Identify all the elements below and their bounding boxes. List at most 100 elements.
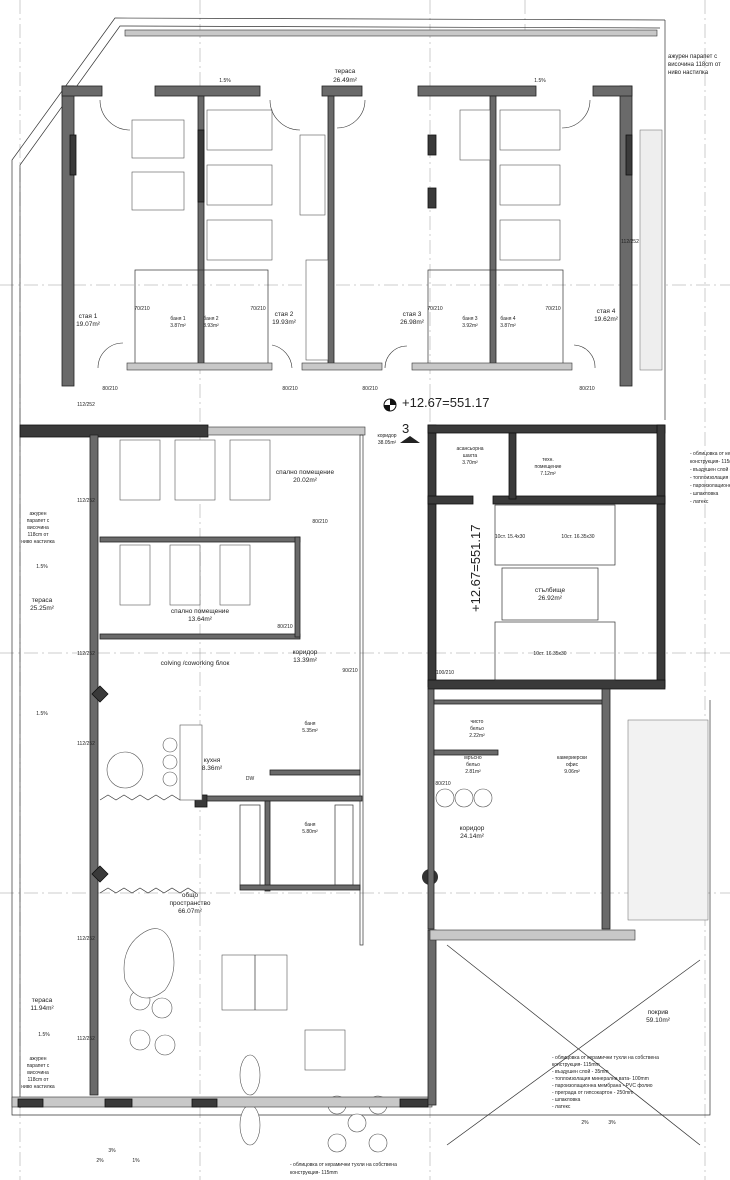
door-tag: 80/210 (282, 386, 298, 392)
note-line: - топлоизолация минерална вата- 100mm (690, 475, 730, 481)
slope-label: 3% (608, 1120, 616, 1126)
room-area: 19.93m² (272, 319, 297, 326)
room-name: стълбище (535, 586, 566, 594)
room-name: кухня (204, 757, 221, 764)
room-name: коридор (293, 649, 318, 656)
room-area: 66.07m² (178, 908, 203, 915)
room-name: офис (566, 762, 579, 768)
room-area: 3.70m² (462, 460, 478, 466)
note-line: конструкция- 115mm (552, 1062, 600, 1068)
room-name: спално помещение (276, 469, 335, 476)
door-tag: 80/210 (579, 386, 595, 392)
walls-core (427, 424, 666, 930)
window-tag: 112/252 (621, 239, 639, 245)
room-name: баня (305, 822, 316, 828)
note-line: конструкция- 115mm (290, 1170, 338, 1176)
room-area: 24.14m² (460, 833, 485, 840)
room-area: 25.25m² (30, 605, 55, 612)
door-tag: 80/210 (312, 519, 328, 525)
window-tag: 112/252 (77, 1036, 95, 1042)
parapet-note: височина (27, 525, 49, 531)
note-line: - облицовка от керамични тухли на собств… (690, 451, 730, 457)
stair-treads (494, 504, 616, 681)
room-area: 3.87m² (170, 323, 186, 329)
room-area: 11.94m² (30, 1005, 54, 1012)
walls-top-block (61, 85, 633, 387)
note-line: - пароизолационна мембрана - PVC фолио (552, 1083, 653, 1089)
window-tag: 112/252 (77, 402, 95, 408)
section-mark: 3 (402, 421, 409, 436)
parapet-note: парапет с (27, 518, 50, 524)
parapet-note: 118cm от (28, 1077, 50, 1083)
room-name: асансьорна (456, 446, 483, 452)
door-tag: 80/210 (435, 781, 451, 787)
room-area: 8.36m² (202, 765, 223, 772)
note-line: - пароизолационна мембрана - PVC фолио (690, 483, 730, 489)
slope-label: 1.5% (36, 564, 48, 570)
room-area: 13.64m² (188, 616, 213, 623)
room-name: пространство (169, 900, 210, 907)
door-tag: 80/210 (277, 624, 293, 630)
parapet-note: ажурен (30, 1056, 47, 1062)
room-area: 5.80m² (302, 829, 318, 835)
slope-label: 1.5% (534, 78, 546, 84)
room-name: тераса (335, 68, 356, 75)
room-area: 26.92m² (538, 595, 563, 602)
room-name: мръсно (464, 755, 482, 761)
room-labels: тераса 26.49m² 1.5% 1.5% стая 1 19.07m² … (21, 68, 670, 1164)
parapet-note: ажурен парапет с (668, 54, 717, 60)
note-line: - латекс (552, 1104, 571, 1110)
parapet-note: височина 118cm от (668, 62, 721, 68)
door-tag: 80/210 (102, 386, 118, 392)
window-tag: 112/252 (77, 498, 95, 504)
note-line: - въздушен слой - 35mm (552, 1068, 609, 1075)
room-name: тераса (32, 997, 53, 1004)
room-name: стая 1 (79, 313, 98, 320)
door-tag: 70/210 (545, 306, 561, 312)
parapet-note: ажурен (30, 511, 47, 517)
room-area: 26.49m² (333, 77, 358, 84)
room-name: техн. (542, 457, 554, 463)
door-tag: 70/210 (134, 306, 150, 312)
room-area: 3.87m² (500, 323, 516, 329)
parapet-note: ниво настилка (21, 539, 55, 545)
door-tag: 90/210 (342, 668, 358, 674)
slope-label: 1.5% (36, 711, 48, 717)
room-area: 19.62m² (594, 316, 619, 323)
room-name: спално помещение (171, 608, 230, 615)
wall-notes: - облицовка от керамични тухли на собств… (290, 54, 730, 1176)
parapet-note: ниво настилка (668, 70, 709, 76)
window-tag: 112/252 (77, 741, 95, 747)
room-name: общо (182, 891, 199, 899)
parapet-note: ниво настилка (21, 1084, 55, 1090)
elevation-mark: +12.67=551.17 (402, 395, 489, 410)
room-name: камериерски (557, 755, 587, 761)
room-name: бельо (470, 726, 484, 732)
room-name: помещение (535, 464, 562, 470)
room-name: коридор (460, 825, 485, 832)
room-name: баня 2 (203, 316, 218, 322)
room-name: бельо (466, 762, 480, 768)
room-name: баня 4 (500, 316, 515, 322)
room-area: 5.35m² (302, 728, 318, 734)
room-area: 9.06m² (564, 769, 580, 775)
note-line: - преграда от гипсокартон - 250mm (552, 1090, 633, 1096)
door-tags: 80/210 70/210 70/210 80/210 80/210 70/21… (77, 239, 639, 1042)
door-tag: 100/210 (436, 670, 454, 676)
door-tag: 70/210 (250, 306, 266, 312)
room-area: 13.39m² (293, 657, 318, 664)
room-name: шахта (463, 453, 477, 459)
room-name: баня (305, 721, 316, 727)
dw-label: DW (246, 776, 255, 782)
room-name: стая 3 (403, 311, 422, 318)
room-name: colving /coworking блок (161, 659, 230, 667)
room-area: 20.02m² (293, 477, 318, 484)
room-area: 2.22m² (469, 733, 485, 739)
room-name: покрив (648, 1009, 669, 1016)
note-line: - шпакловка (690, 491, 719, 497)
slope-label: 2% (581, 1120, 589, 1126)
parapet-note: 118cm от (28, 532, 50, 538)
room-name: коридор (377, 433, 396, 439)
walls-middle (11, 424, 701, 1153)
